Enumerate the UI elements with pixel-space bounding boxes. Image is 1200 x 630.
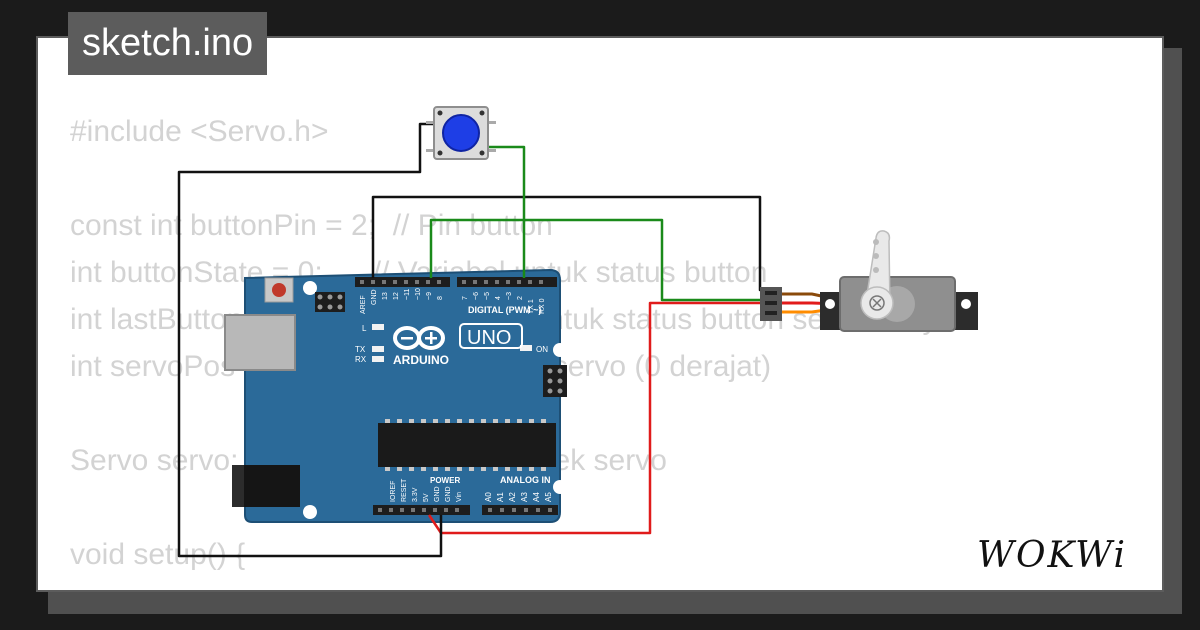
mounting-hole [303,281,317,295]
button-leg [426,149,434,152]
wires [177,122,770,558]
arduino-logo-icon [393,326,445,350]
wire-5v-servo[interactable] [427,301,770,535]
pin-label: A3 [520,492,529,502]
mounting-hole [553,480,567,494]
pin-label: ~5 [484,292,491,300]
mounting-hole [303,505,317,519]
analog-header [482,505,558,515]
code-line: #include <Servo.h> [70,115,329,148]
pin-label: GND [445,486,452,502]
code-line: const int buttonPin = 2; // Pin button [70,209,553,242]
icsp-header-right [543,365,567,397]
pin-label: A0 [484,492,493,502]
pin-label: RESET [401,478,408,502]
servo-screw-icon [869,295,885,311]
mount-hole [961,299,971,309]
pin-label: 2 [517,296,524,300]
pushbutton[interactable] [426,106,496,160]
led-label-on: ON [536,345,548,354]
digital-header-left [355,277,450,287]
mount-hole [825,299,835,309]
usb-port [224,314,296,371]
pin-label: ~9 [426,292,433,300]
digital-pin-labels: AREF GND 13 12 ~11 ~10 ~9 8 7 ~6 ~5 4 ~3… [360,288,546,314]
led-label-l: L [362,324,367,333]
atmega-chip [378,419,556,471]
arduino-uno-board[interactable]: AREF GND 13 12 ~11 ~10 ~9 8 7 ~6 ~5 4 ~3… [224,268,567,523]
pin-label: RX 0 [539,298,546,314]
wokwi-logo: WOKWi [977,535,1127,576]
led-label-rx: RX [355,355,367,364]
pin-label: 5V [423,493,430,502]
status-leds [372,324,532,362]
servo-motor[interactable] [760,230,978,332]
pin-label: A4 [532,492,541,502]
pin-label-aref: AREF [360,295,367,314]
button-cap[interactable] [442,114,480,152]
pin-label: 13 [382,292,389,300]
analog-label: ANALOG IN [500,475,551,485]
button-leg [488,149,496,152]
pin-label: 4 [495,296,502,300]
mounting-hole [553,343,567,357]
pin-label-gnd: GND [371,289,378,305]
reset-button-cap[interactable] [272,283,286,297]
pin-label: 3.3V [412,487,419,502]
pin-label: 7 [462,296,469,300]
sketch-filename-tab[interactable]: sketch.ino [68,12,268,75]
pin-label: A1 [496,492,505,502]
wire-button-pin2[interactable] [488,145,526,278]
digital-label: DIGITAL (PWM ~) [468,305,541,315]
analog-pin-labels: A0 A1 A2 A3 A4 A5 [484,492,553,502]
power-pin-labels: IOREF RESET 3.3V 5V GND GND Vin [390,478,463,502]
pin-label: Vin [456,492,463,502]
power-header [373,505,470,515]
pin-label: A5 [544,492,553,502]
arduino-brand: ARDUINO [393,353,449,367]
wire-servo-signal[interactable] [429,218,770,302]
uno-label: UNO [467,327,511,349]
pin-label: ~11 [404,289,411,300]
pin-label: ~10 [415,288,422,300]
button-leg [426,121,434,124]
pin-label: TX 1 [528,299,535,314]
power-jack-lip [232,465,244,507]
pin-label: A2 [508,492,517,502]
pin-label: 12 [393,292,400,300]
pin-label: IOREF [390,481,397,502]
pin-label: ~3 [506,292,513,300]
wokwi-logo-text: WOKWi [977,535,1127,576]
pin-label: ~6 [473,292,480,300]
led-label-tx: TX [355,345,366,354]
icsp-header [315,292,345,312]
wire-gnd-button[interactable] [177,122,443,558]
pin-label: GND [434,486,441,502]
button-leg [488,121,496,124]
pin-label: 8 [437,296,444,300]
uno-badge [459,323,523,349]
power-label: POWER [430,476,460,485]
